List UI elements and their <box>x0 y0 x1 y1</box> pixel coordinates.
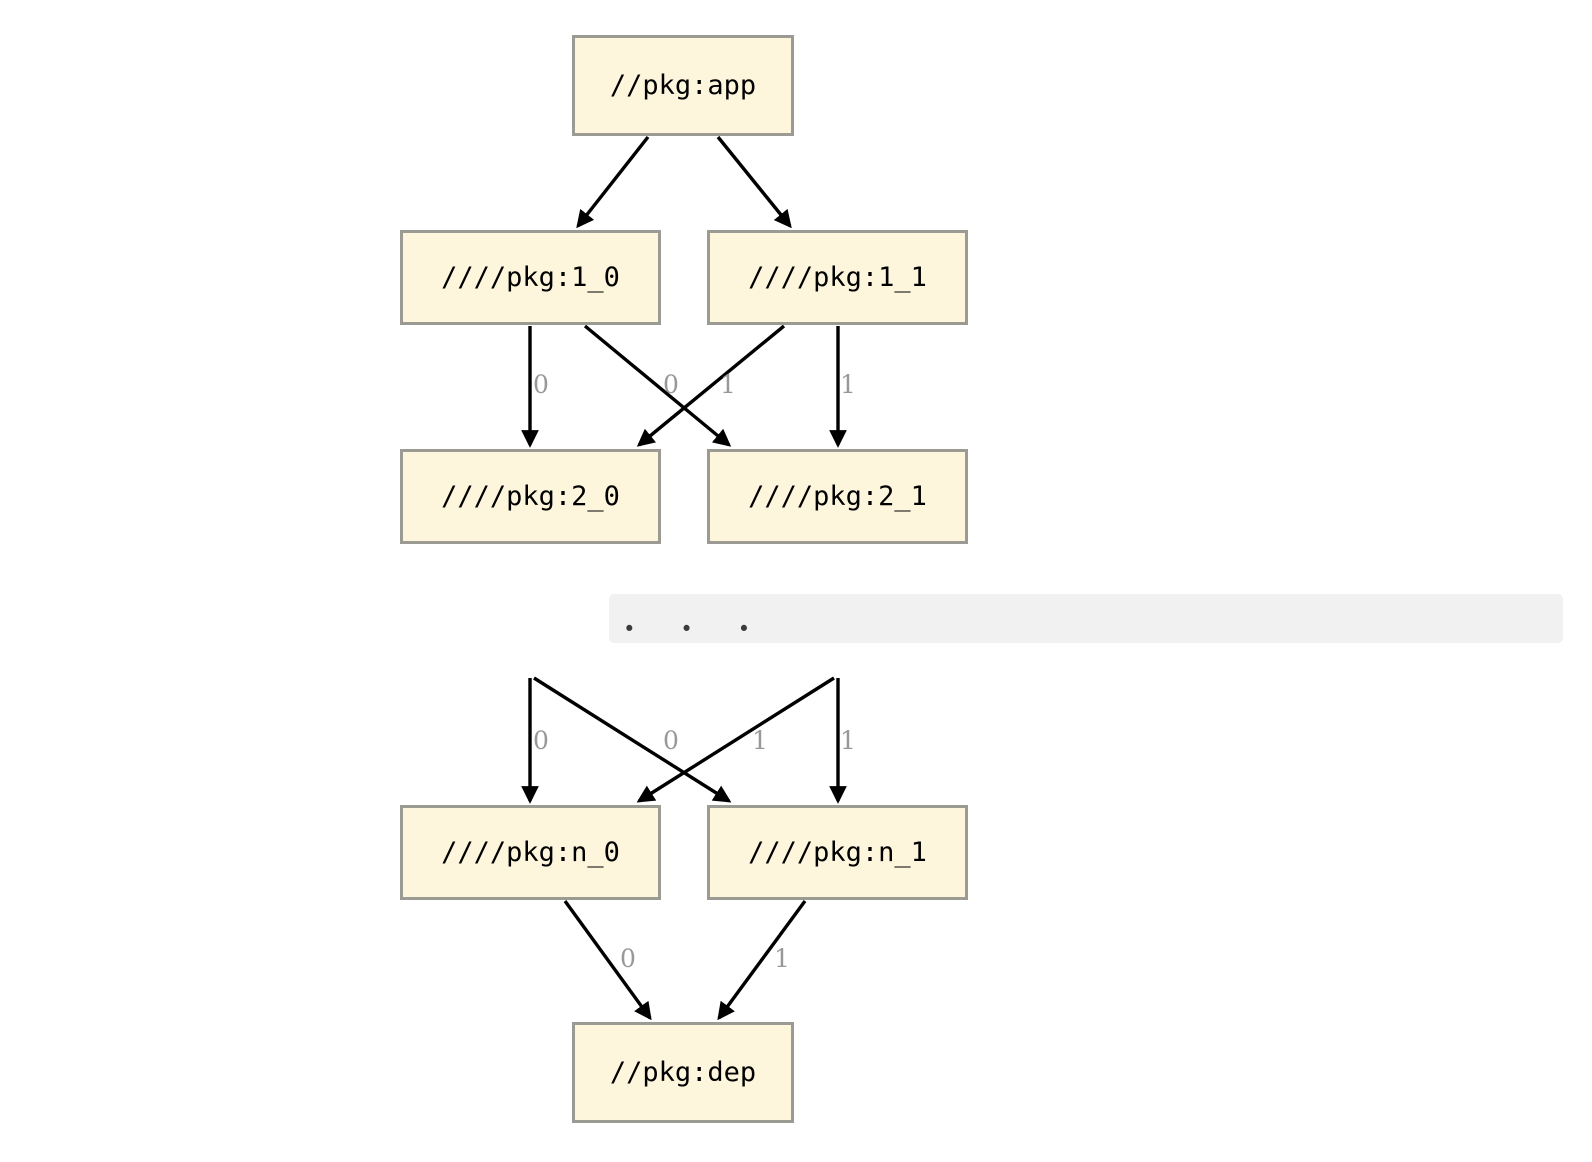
graph-edge <box>636 676 835 803</box>
graph-node-label: ////pkg:1_1 <box>748 262 927 293</box>
edge-label: 1 <box>840 370 856 399</box>
graph-node-app[interactable]: //pkg:app <box>572 35 794 136</box>
graph-node-label: ////pkg:2_1 <box>748 481 927 512</box>
graph-edge <box>636 324 786 447</box>
graph-node-n1_1[interactable]: ////pkg:1_1 <box>707 230 968 325</box>
graph-node-dep[interactable]: //pkg:dep <box>572 1022 794 1123</box>
graph-edge <box>563 900 652 1021</box>
edge-label: 1 <box>720 370 736 399</box>
graph-node-n2_1[interactable]: ////pkg:2_1 <box>707 449 968 544</box>
graph-node-label: //pkg:dep <box>609 1057 757 1088</box>
edge-label: 1 <box>774 944 790 973</box>
edge-label: 0 <box>663 726 679 755</box>
graph-edge <box>533 676 732 803</box>
edge-label: 0 <box>620 944 636 973</box>
edge-label: 1 <box>752 726 768 755</box>
graph-edge <box>583 324 732 447</box>
graph-node-label: ////pkg:2_0 <box>441 481 620 512</box>
ellipsis-separator-band: • • • <box>609 594 1563 643</box>
graph-node-n2_0[interactable]: ////pkg:2_0 <box>400 449 661 544</box>
graph-edge <box>716 135 792 229</box>
graph-edge <box>576 135 650 229</box>
ellipsis-dots: • • • <box>623 617 767 641</box>
graph-node-label: ////pkg:n_0 <box>441 837 620 868</box>
edge-lines <box>521 135 847 1021</box>
graph-node-nn_1[interactable]: ////pkg:n_1 <box>707 805 968 900</box>
graph-node-label: ////pkg:1_0 <box>441 262 620 293</box>
edge-label: 0 <box>663 370 679 399</box>
edge-label: 0 <box>533 726 549 755</box>
edge-label: 1 <box>840 726 856 755</box>
graph-node-n1_0[interactable]: ////pkg:1_0 <box>400 230 661 325</box>
graph-node-label: ////pkg:n_1 <box>748 837 927 868</box>
graph-node-nn_0[interactable]: ////pkg:n_0 <box>400 805 661 900</box>
graph-edge <box>717 899 807 1021</box>
graph-node-label: //pkg:app <box>609 70 757 101</box>
edge-label: 0 <box>533 370 549 399</box>
